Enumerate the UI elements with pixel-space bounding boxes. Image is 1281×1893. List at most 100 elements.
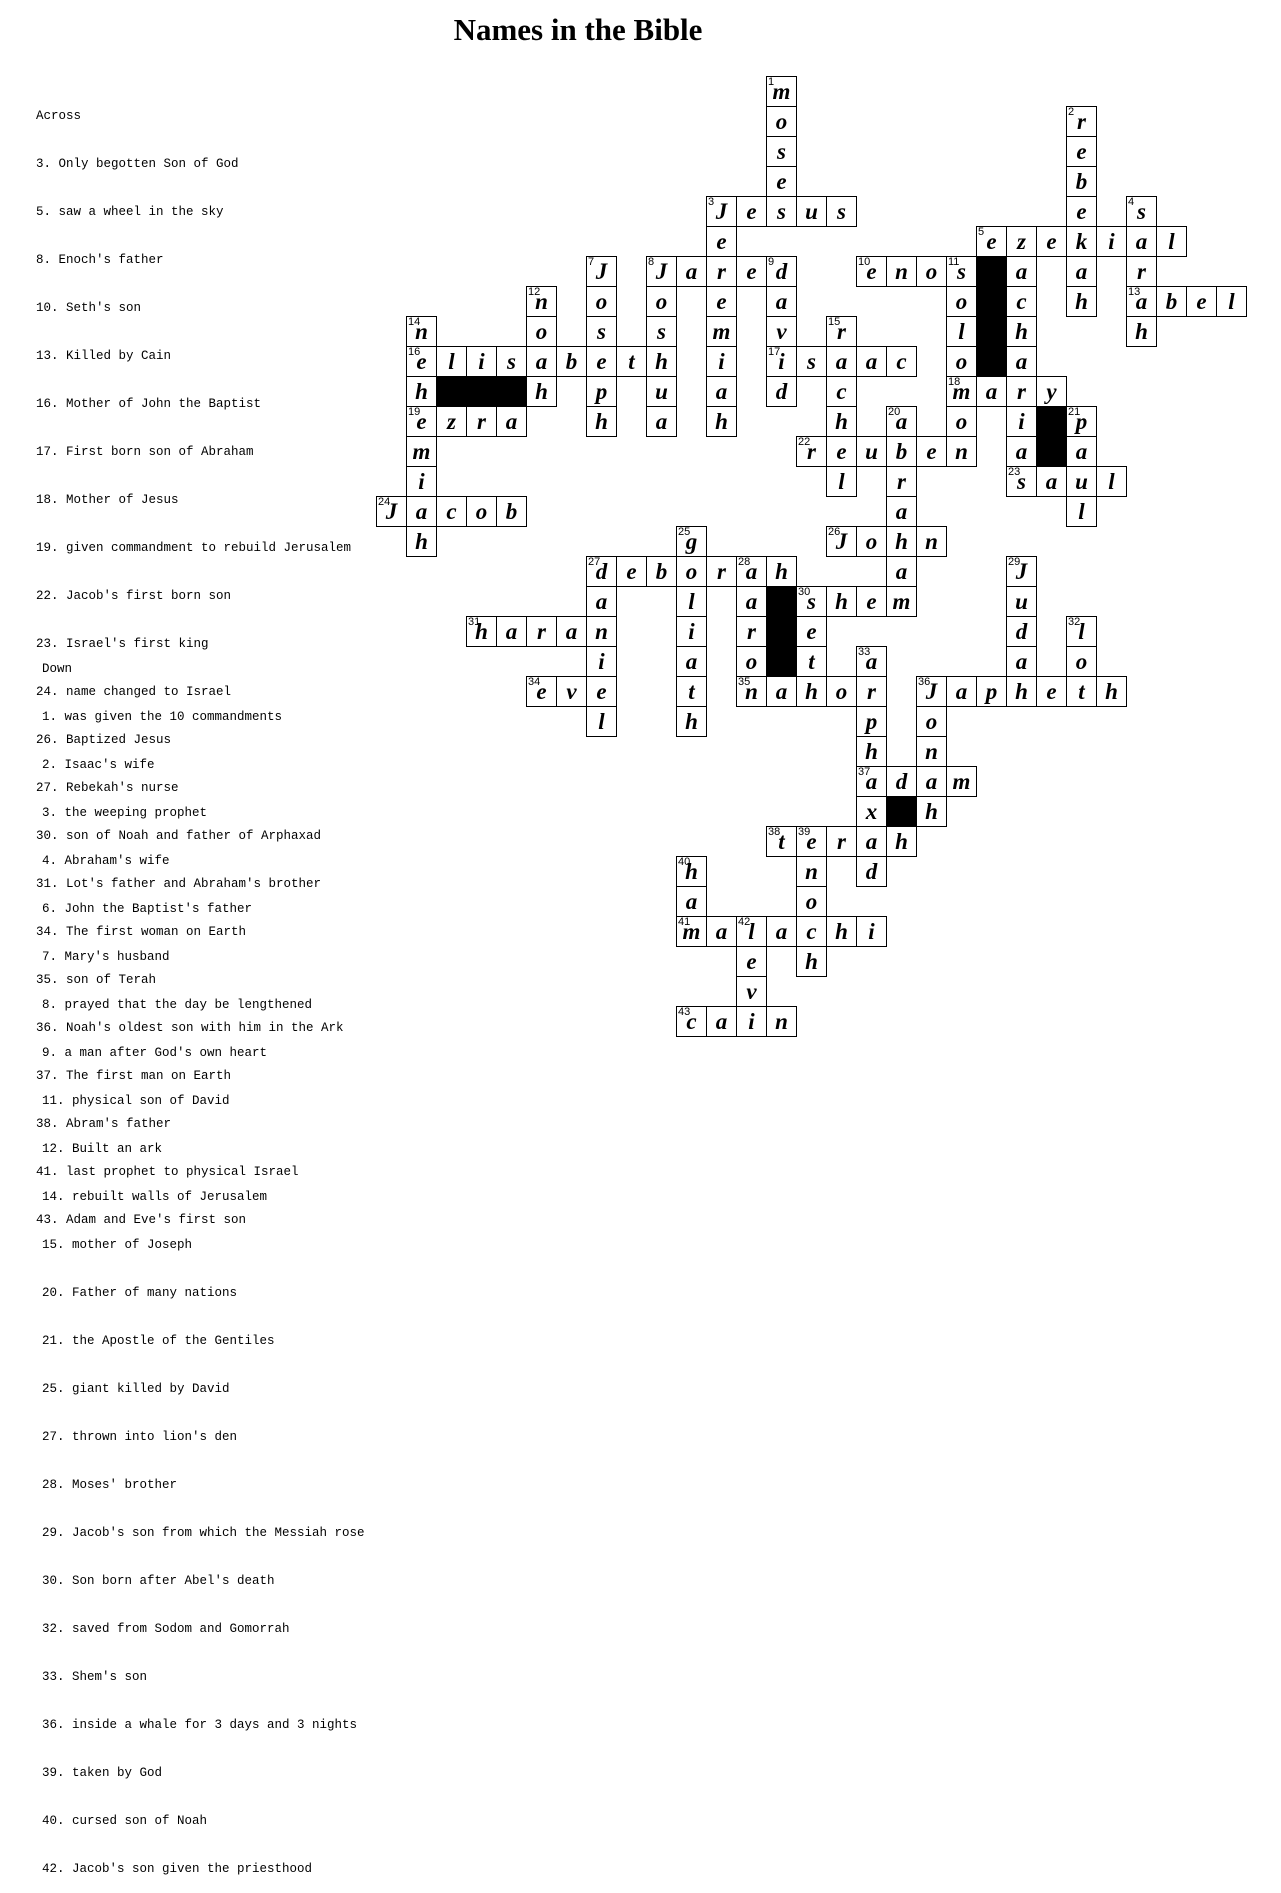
grid-cell[interactable]: e (1186, 286, 1217, 317)
grid-cell[interactable]: a (826, 346, 857, 377)
grid-cell[interactable]: a (766, 286, 797, 317)
grid-cell[interactable]: e (856, 586, 887, 617)
grid-cell[interactable]: l (1066, 496, 1097, 527)
grid-cell[interactable]: a (766, 916, 797, 947)
grid-cell[interactable]: e (736, 256, 767, 287)
grid-cell[interactable]: l (676, 586, 707, 617)
grid-cell[interactable]: h (646, 346, 677, 377)
grid-cell[interactable]: h (1006, 316, 1037, 347)
grid-cell[interactable]: c (1006, 286, 1037, 317)
grid-cell[interactable]: e (796, 616, 827, 647)
grid-cell[interactable]: h (826, 916, 857, 947)
grid-cell[interactable]: e (916, 436, 947, 467)
grid-cell[interactable]: s (646, 316, 677, 347)
grid-cell[interactable]: b (496, 496, 527, 527)
grid-cell[interactable]: h (1096, 676, 1127, 707)
grid-cell[interactable]: a (706, 376, 737, 407)
grid-cell[interactable]: v (766, 316, 797, 347)
grid-cell[interactable]: e (736, 196, 767, 227)
grid-cell[interactable]: v (556, 676, 587, 707)
grid-cell[interactable]: l (586, 706, 617, 737)
grid-cell[interactable]: h (676, 706, 707, 737)
grid-cell[interactable]: i (406, 466, 437, 497)
grid-cell[interactable]: a (976, 376, 1007, 407)
grid-cell[interactable]: a (526, 346, 557, 377)
grid-cell[interactable]: a (766, 676, 797, 707)
grid-cell[interactable]: n (586, 616, 617, 647)
grid-cell[interactable]: m (406, 436, 437, 467)
grid-cell[interactable]: e (1066, 196, 1097, 227)
grid-cell[interactable]: h (1066, 286, 1097, 317)
grid-cell[interactable]: h (1126, 316, 1157, 347)
grid-cell[interactable]: a (646, 406, 677, 437)
grid-cell[interactable]: t (676, 676, 707, 707)
grid-cell[interactable]: o (946, 406, 977, 437)
grid-cell[interactable]: a (856, 346, 887, 377)
grid-cell[interactable]: r (706, 556, 737, 587)
grid-cell[interactable]: k (1066, 226, 1097, 257)
grid-cell[interactable]: r (886, 466, 917, 497)
grid-cell[interactable]: l (436, 346, 467, 377)
grid-cell[interactable]: h (886, 826, 917, 857)
grid-cell[interactable]: a (1006, 346, 1037, 377)
grid-cell[interactable]: a (916, 766, 947, 797)
grid-cell[interactable]: a (736, 586, 767, 617)
grid-cell[interactable]: n (766, 1006, 797, 1037)
grid-cell[interactable]: h (796, 946, 827, 977)
grid-cell[interactable]: h (1006, 676, 1037, 707)
grid-cell[interactable]: r (856, 676, 887, 707)
grid-cell[interactable]: d (1006, 616, 1037, 647)
grid-cell[interactable]: a (1126, 226, 1157, 257)
grid-cell[interactable]: h (796, 676, 827, 707)
grid-cell[interactable]: o (466, 496, 497, 527)
grid-cell[interactable]: a (886, 556, 917, 587)
grid-cell[interactable]: a (556, 616, 587, 647)
grid-cell[interactable]: o (646, 286, 677, 317)
grid-cell[interactable]: b (646, 556, 677, 587)
grid-cell[interactable]: r (1006, 376, 1037, 407)
grid-cell[interactable]: o (766, 106, 797, 137)
grid-cell[interactable]: e (586, 346, 617, 377)
grid-cell[interactable]: r (706, 256, 737, 287)
grid-cell[interactable]: o (676, 556, 707, 587)
grid-cell[interactable]: o (826, 676, 857, 707)
grid-cell[interactable]: z (436, 406, 467, 437)
grid-cell[interactable]: s (766, 196, 797, 227)
grid-cell[interactable]: o (586, 286, 617, 317)
grid-cell[interactable]: c (796, 916, 827, 947)
grid-cell[interactable]: a (1036, 466, 1067, 497)
grid-cell[interactable]: d (856, 856, 887, 887)
grid-cell[interactable]: n (796, 856, 827, 887)
grid-cell[interactable]: i (1096, 226, 1127, 257)
grid-cell[interactable]: m (946, 766, 977, 797)
grid-cell[interactable]: i (1006, 406, 1037, 437)
grid-cell[interactable]: t (616, 346, 647, 377)
grid-cell[interactable]: p (586, 376, 617, 407)
grid-cell[interactable]: a (676, 886, 707, 917)
grid-cell[interactable]: e (1066, 136, 1097, 167)
